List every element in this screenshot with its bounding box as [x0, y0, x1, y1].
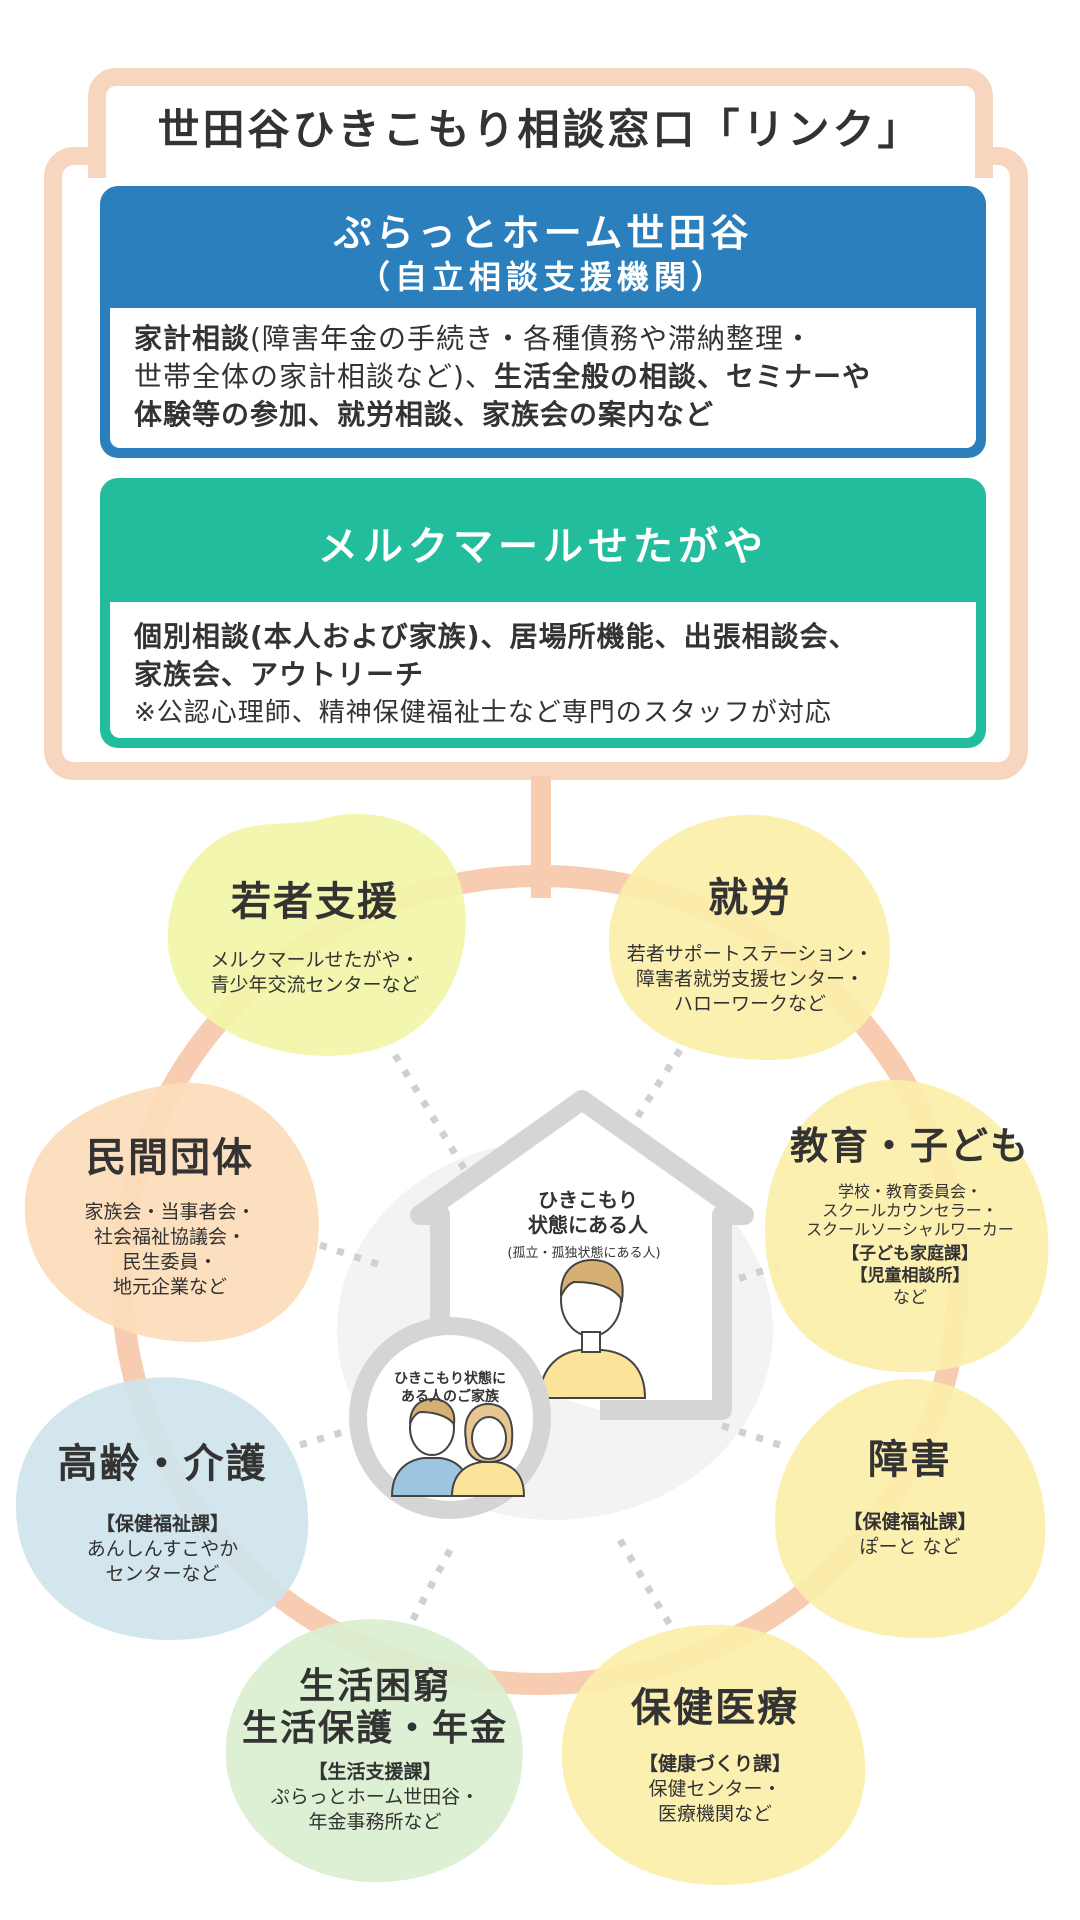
node-youth-desc1: メルクマールせたがや・: [170, 948, 460, 973]
house-sublabel: (孤立・孤独状態にある人): [484, 1242, 684, 1261]
node-health-title: 保健医療: [570, 1686, 860, 1730]
node-elderly-care: 高齢・介護 【保健福祉課】 あんしんすこやか センターなど: [20, 1442, 305, 1587]
house-label: ひきこもり 状態にある人: [500, 1188, 676, 1238]
node-private-title: 民間団体: [30, 1136, 310, 1180]
node-work-desc3: ハローワークなど: [610, 992, 890, 1017]
family-label: ひきこもり状態に ある人のご家族: [372, 1370, 528, 1406]
node-education-bold1: 【子ども家庭課】: [842, 1244, 978, 1264]
node-poverty: 生活困窮 生活保護・年金 【生活支援課】 ぷらっとホーム世田谷・ 年金事務所など: [230, 1666, 520, 1835]
node-poverty-desc2: 年金事務所など: [230, 1810, 520, 1835]
spoke-health: [620, 1540, 670, 1625]
spoke-youth: [395, 1055, 465, 1170]
node-private-desc1: 家族会・当事者会・: [30, 1200, 310, 1225]
node-education-desc1: 学校・教育委員会・: [770, 1182, 1050, 1201]
node-work-desc2: 障害者就労支援センター・: [610, 967, 890, 992]
node-elderly-bold1: 【保健福祉課】: [96, 1513, 229, 1535]
node-health-medical: 保健医療 【健康づくり課】 保健センター・ 医療機関など: [570, 1686, 860, 1827]
spoke-elderly: [300, 1430, 350, 1445]
node-poverty-title1: 生活困窮: [230, 1666, 520, 1708]
node-health-bold1: 【健康づくり課】: [639, 1753, 791, 1775]
node-health-desc1: 保健センター・: [570, 1777, 860, 1802]
node-elderly-desc2: センターなど: [20, 1562, 305, 1587]
node-work-title: 就労: [610, 876, 890, 920]
node-health-desc2: 医療機関など: [570, 1802, 860, 1827]
node-education: 教育・子ども 学校・教育委員会・ スクールカウンセラー・ スクールソーシャルワー…: [770, 1124, 1050, 1309]
node-private-desc2: 社会福祉協議会・: [30, 1225, 310, 1250]
node-education-desc4: など: [770, 1287, 1050, 1309]
node-education-desc3: スクールソーシャルワーカー: [770, 1220, 1050, 1239]
node-private-desc4: 地元企業など: [30, 1275, 310, 1300]
spoke-poverty: [410, 1550, 450, 1625]
node-private-orgs: 民間団体 家族会・当事者会・ 社会福祉協議会・ 民生委員・ 地元企業など: [30, 1136, 310, 1300]
node-youth-desc2: 青少年交流センターなど: [170, 973, 460, 998]
family-label-line2: ある人のご家族: [372, 1388, 528, 1406]
node-elderly-desc1: あんしんすこやか: [20, 1537, 305, 1562]
node-elderly-title: 高齢・介護: [20, 1442, 305, 1486]
node-work: 就労 若者サポートステーション・ 障害者就労支援センター・ ハローワークなど: [610, 876, 890, 1017]
node-education-desc2: スクールカウンセラー・: [770, 1201, 1050, 1220]
node-poverty-desc1: ぷらっとホーム世田谷・: [230, 1785, 520, 1810]
node-private-desc3: 民生委員・: [30, 1250, 310, 1275]
node-poverty-bold1: 【生活支援課】: [308, 1761, 441, 1783]
node-disability-bold1: 【保健福祉課】: [843, 1511, 976, 1533]
house-label-line1: ひきこもり: [500, 1188, 676, 1213]
house-label-line2: 状態にある人: [500, 1213, 676, 1238]
node-disability: 障害 【保健福祉課】 ぽーと など: [780, 1438, 1040, 1560]
family-icon: [358, 1326, 542, 1510]
node-education-title: 教育・子ども: [770, 1124, 1050, 1168]
node-disability-title: 障害: [780, 1438, 1040, 1482]
node-disability-desc1: ぽーと など: [780, 1535, 1040, 1560]
family-label-line1: ひきこもり状態に: [372, 1370, 528, 1388]
node-youth-title: 若者支援: [170, 880, 460, 924]
node-education-bold2: 【児童相談所】: [851, 1266, 970, 1286]
node-poverty-title2: 生活保護・年金: [230, 1708, 520, 1750]
node-youth: 若者支援 メルクマールせたがや・ 青少年交流センターなど: [170, 880, 460, 998]
node-work-desc1: 若者サポートステーション・: [610, 942, 890, 967]
